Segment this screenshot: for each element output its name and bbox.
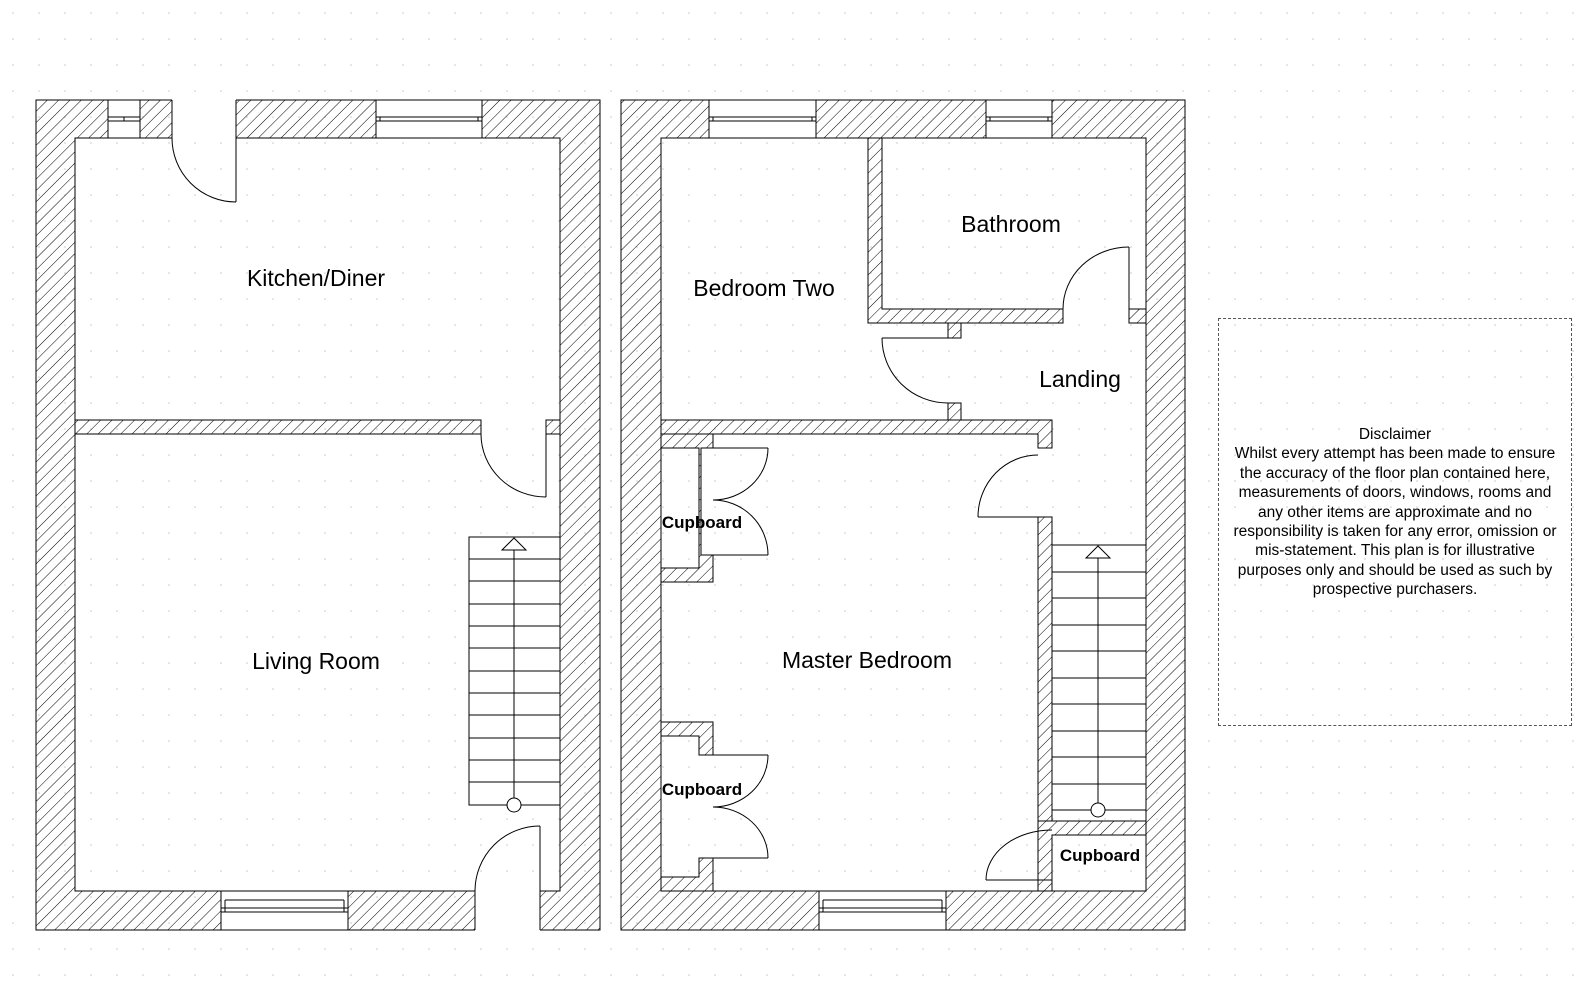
first-floor: Bedroom Two Bathroom Landing Master Bedr… [620, 99, 1186, 931]
cupboard-label-upper: Cupboard [662, 513, 742, 532]
room-label-master-bedroom: Master Bedroom [782, 647, 952, 673]
kitchen-living-door [480, 433, 547, 498]
room-label-landing: Landing [1039, 366, 1121, 392]
cupboard-label-stairs: Cupboard [1060, 846, 1140, 865]
bathroom-wall-stub [1128, 308, 1147, 324]
upper-cupboard-doors [712, 447, 769, 556]
kitchen-small-window [107, 99, 141, 139]
first-floor-staircase [1051, 544, 1147, 818]
front-door [474, 825, 541, 931]
bathroom-door [1062, 246, 1130, 310]
stairs-cupboard-door [985, 829, 1053, 881]
disclaimer-box: Disclaimer Whilst every attempt has been… [1218, 318, 1572, 726]
kitchen-window [375, 99, 483, 139]
cupboard-label-lower: Cupboard [662, 780, 742, 799]
bedroom-two-door [881, 337, 949, 404]
disclaimer-body: Whilst every attempt has been made to en… [1233, 445, 1557, 599]
lower-cupboard-doors [712, 754, 769, 859]
disclaimer-text: Disclaimer Whilst every attempt has been… [1233, 425, 1557, 600]
master-bedroom-door [977, 454, 1039, 518]
bathroom-window [985, 99, 1053, 139]
ground-floor-internal-wall-stub [545, 419, 561, 435]
bedroom-two-landing-wall-lower [947, 402, 962, 421]
room-label-bathroom: Bathroom [961, 211, 1061, 237]
master-bedroom-stairs-wall [1037, 516, 1053, 822]
master-bedroom-window [818, 890, 947, 931]
ground-floor-staircase [468, 536, 561, 813]
room-label-kitchen-diner: Kitchen/Diner [247, 265, 385, 291]
bedroom-two-window [708, 99, 817, 139]
room-label-living-room: Living Room [252, 648, 380, 674]
bedroom-two-landing-wall [947, 322, 962, 339]
living-room-window [220, 890, 349, 931]
kitchen-back-door [171, 99, 237, 203]
ground-floor: Kitchen/Diner Living Room [35, 99, 601, 931]
disclaimer-title: Disclaimer [1358, 426, 1432, 443]
stairs-cupboard-wall [1037, 820, 1147, 892]
room-label-bedroom-two: Bedroom Two [693, 275, 834, 301]
ground-floor-internal-wall [74, 419, 482, 435]
